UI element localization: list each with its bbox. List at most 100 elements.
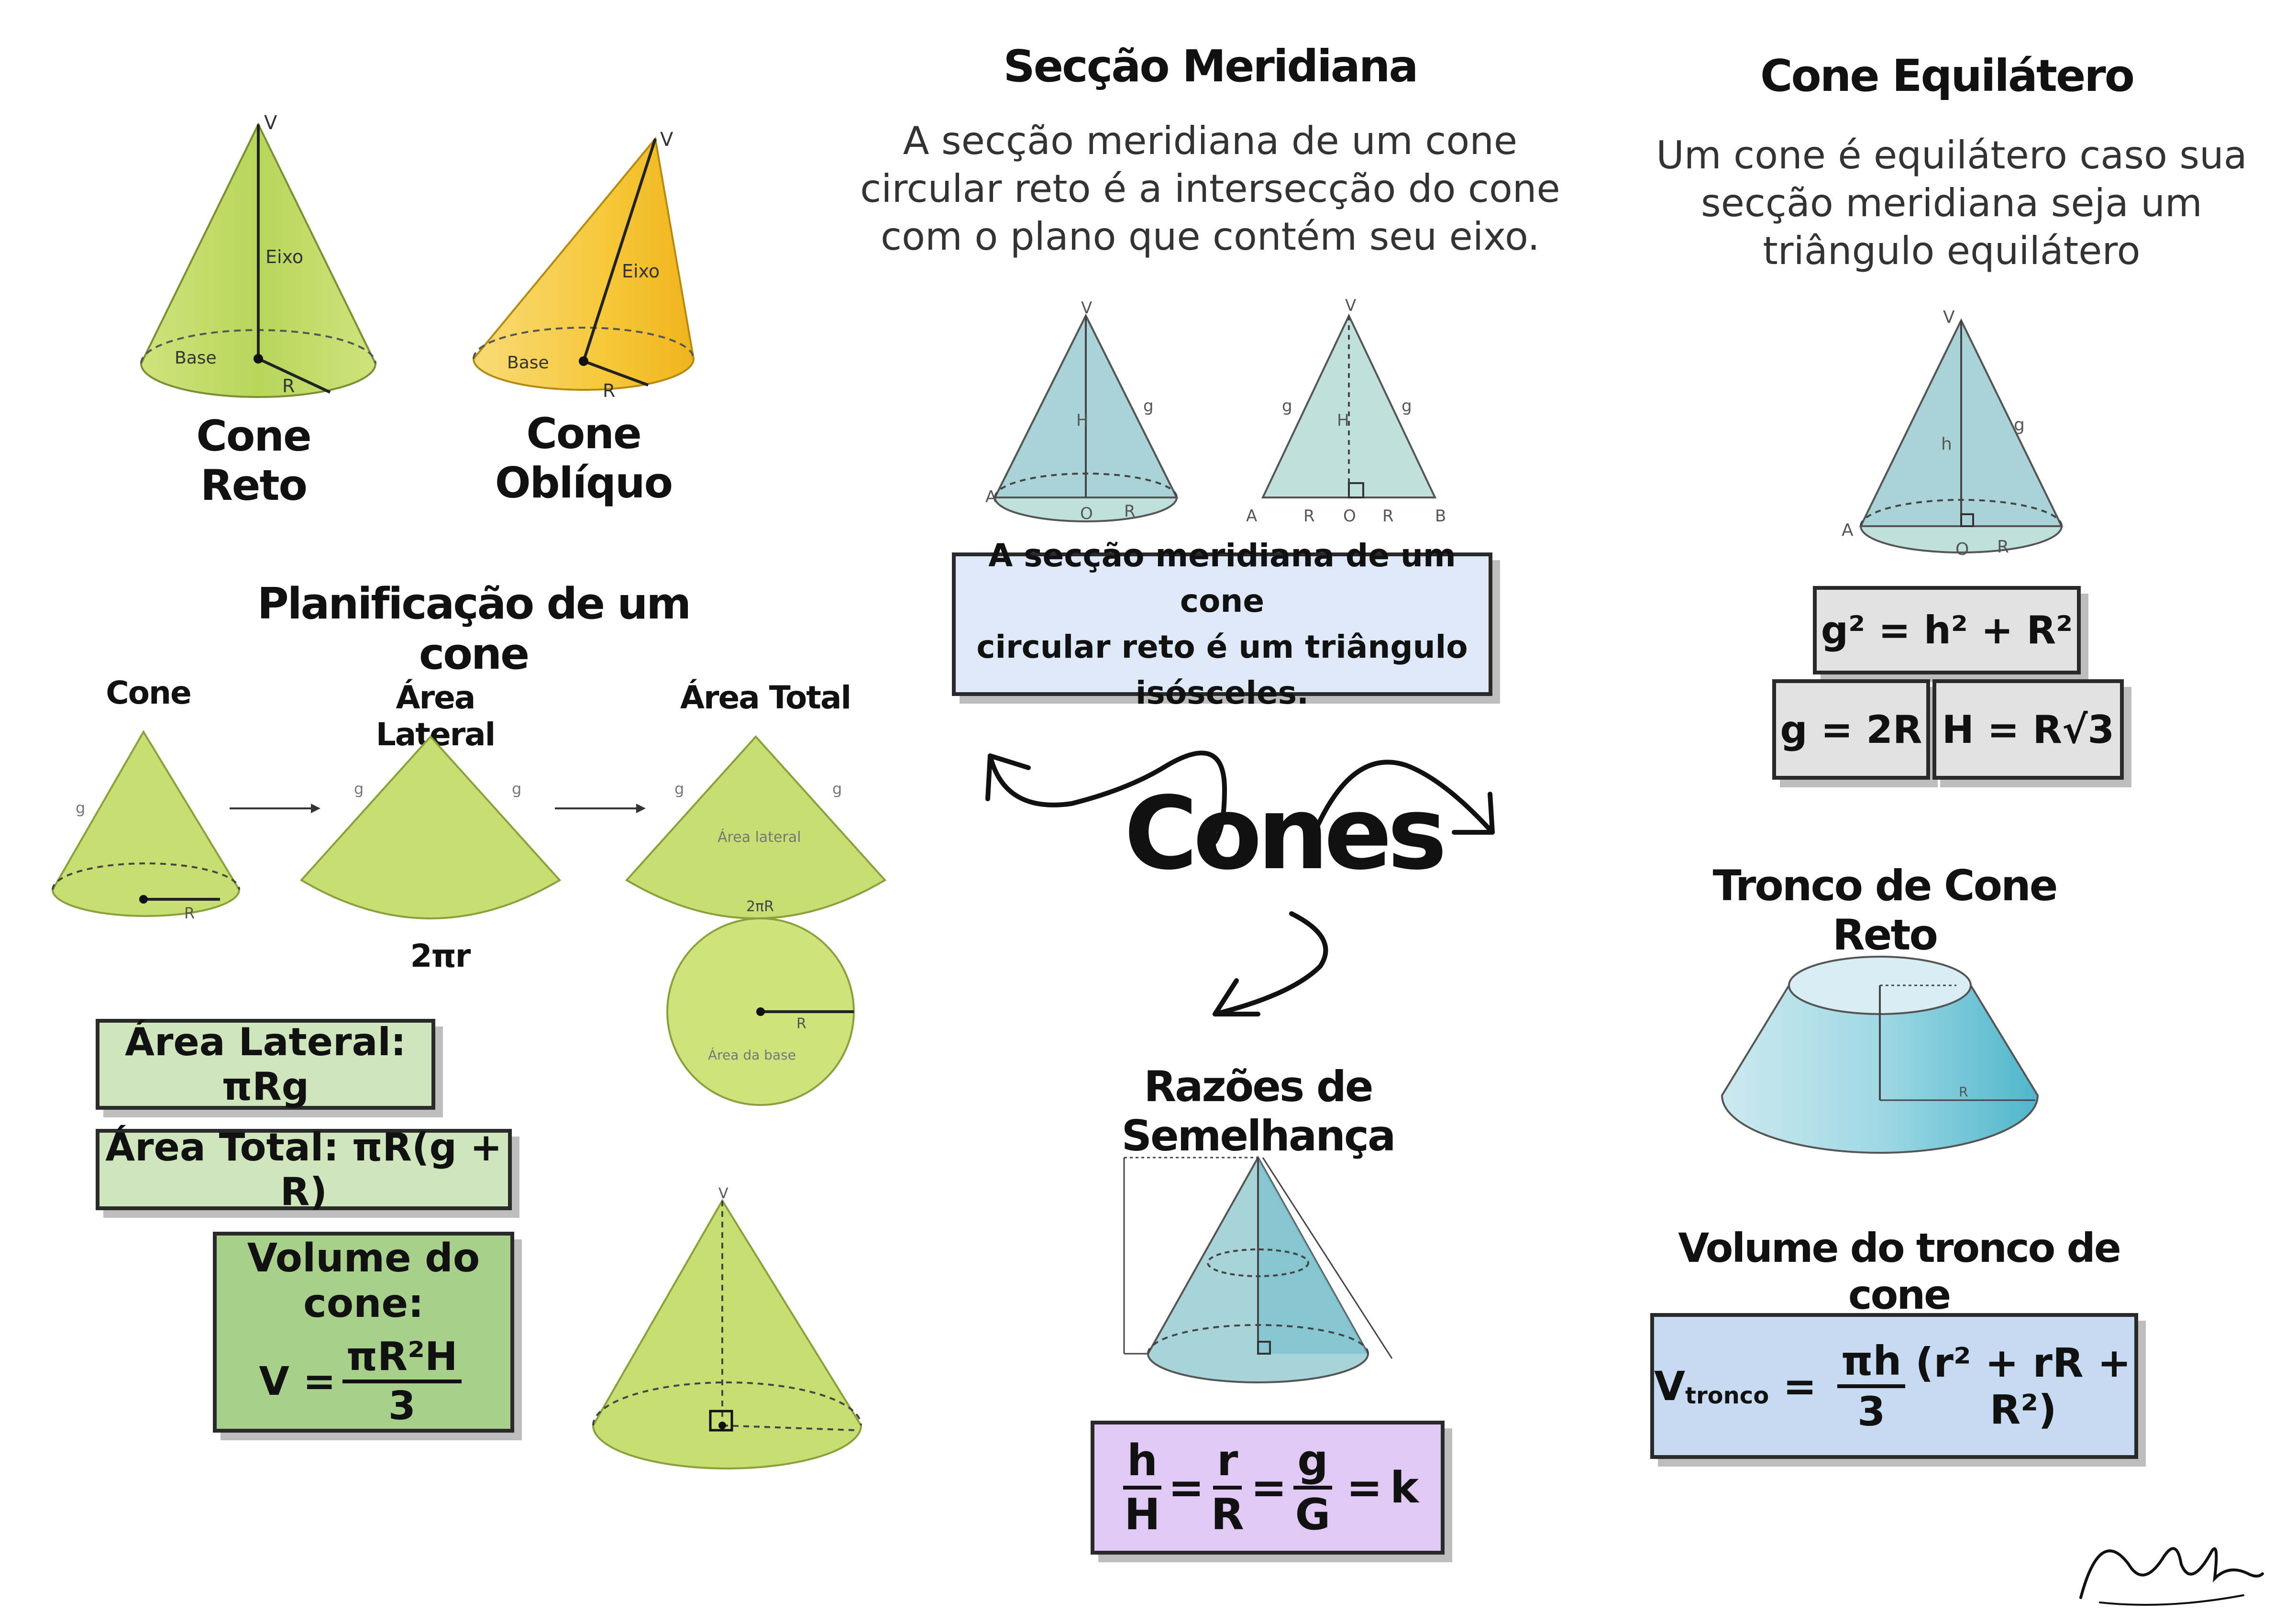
seccao-box-line2: circular reto é um triângulo isósceles. xyxy=(976,629,1468,711)
seccao-diagram: V H g A O R V H g g A R O R B xyxy=(985,297,1446,526)
tronco-den: 3 xyxy=(1857,1388,1886,1435)
axis-label: Eixo xyxy=(265,246,303,267)
planif-area-total-label: Área Total xyxy=(680,679,851,716)
ratio-h: h xyxy=(1123,1435,1162,1490)
axis-label: Eixo xyxy=(622,261,660,282)
svg-text:g: g xyxy=(1143,397,1154,416)
svg-text:A: A xyxy=(1246,507,1257,526)
g-label: g xyxy=(354,780,364,798)
svg-text:A: A xyxy=(1842,520,1854,540)
tronco-equals: = xyxy=(1769,1362,1831,1410)
svg-text:R: R xyxy=(1382,507,1394,526)
equilatero-formula-g: g = 2R xyxy=(1772,679,1930,780)
planif-diagram: g R g g g g Área lateral 2πR R Área da b… xyxy=(51,730,887,1106)
vertex-label: V xyxy=(718,1186,729,1202)
cone-obliquo-label: Cone Oblíquo xyxy=(495,409,673,508)
tronco-v-sub: tronco xyxy=(1685,1382,1769,1409)
svg-text:V: V xyxy=(1081,298,1092,318)
g-label: g xyxy=(674,780,684,798)
svg-text:O: O xyxy=(1343,507,1356,526)
planif-cone-label: Cone xyxy=(106,674,192,711)
base-label: Base xyxy=(175,348,217,368)
arc-length-label: 2πr xyxy=(410,938,471,974)
seccao-box: A secção meridiana de um cone circular r… xyxy=(952,537,1492,711)
svg-text:R: R xyxy=(1124,502,1136,521)
cone-volume-figure: V xyxy=(592,1186,862,1469)
svg-text:g: g xyxy=(1402,397,1412,416)
volume-title: Volume do cone: xyxy=(247,1236,480,1326)
svg-text:V: V xyxy=(1943,308,1955,327)
svg-text:B: B xyxy=(1435,507,1446,526)
circle-text: Área da base xyxy=(708,1047,796,1063)
volume-denominator: 3 xyxy=(388,1383,416,1429)
svg-text:R: R xyxy=(1303,507,1315,526)
cones-main-title: Cones xyxy=(1124,775,1447,892)
ratio-H: H xyxy=(1124,1490,1160,1540)
g-label: g xyxy=(832,780,842,798)
seccao-box-line1: A secção meridiana de um cone xyxy=(988,537,1456,620)
ratio-r: r xyxy=(1213,1435,1242,1490)
r-label: R xyxy=(184,904,195,922)
tronco-num: πh xyxy=(1837,1337,1906,1388)
r-label: R xyxy=(796,1016,806,1032)
ratio-R: R xyxy=(1211,1490,1244,1540)
vertex-label: V xyxy=(264,112,277,134)
equilatero-title: Cone Equilátero xyxy=(1760,50,2135,101)
tronco-paren: (r² + rR + R²) xyxy=(1915,1339,2131,1433)
equilatero-description: Um cone é equilátero caso sua secção mer… xyxy=(1617,132,2286,275)
planificacao-title: Planificação de um cone xyxy=(257,579,691,679)
svg-text:H: H xyxy=(1337,411,1349,430)
razoes-diagram xyxy=(1123,1155,1393,1383)
equilatero-formula-h: H = R√3 xyxy=(1932,679,2124,780)
cone-obliquo-figure: V Eixo Base R xyxy=(472,129,695,401)
equilatero-desc-line3: triângulo equilátero xyxy=(1763,229,2141,273)
area-total-box: Área Total: πR(g + R) xyxy=(96,1125,512,1214)
svg-text:O: O xyxy=(1080,504,1093,523)
equilatero-desc-line2: secção meridiana seja um xyxy=(1701,181,2202,225)
tronco-v: V xyxy=(1654,1362,1686,1410)
equals-sign: = xyxy=(1168,1462,1204,1513)
tronco-volume-title: Volume do tronco de cone xyxy=(1678,1225,2121,1318)
ratio-G: G xyxy=(1295,1490,1331,1540)
center-arrows xyxy=(985,751,1495,1016)
seccao-desc-line1: A secção meridiana de um cone xyxy=(903,119,1518,163)
svg-text:R: R xyxy=(1997,537,2009,557)
razoes-title: Razões de Semelhança xyxy=(1121,1062,1396,1160)
cone-reto-label: Cone Reto xyxy=(196,411,311,510)
tronco-title: Tronco de Cone Reto xyxy=(1712,861,2058,960)
g-label: g xyxy=(512,780,521,798)
cone-reto-figure: V Eixo Base R xyxy=(140,112,377,398)
equilatero-formula-pythag: g² = h² + R² xyxy=(1813,586,2081,674)
svg-text:g: g xyxy=(1282,397,1292,416)
svg-text:V: V xyxy=(1345,297,1356,315)
area-lateral-box: Área Lateral: πRg xyxy=(96,1019,435,1110)
seccao-description: A secção meridiana de um cone circular r… xyxy=(851,117,1569,261)
seccao-desc-line3: com o plano que contém seu eixo. xyxy=(881,214,1540,259)
svg-text:O: O xyxy=(1955,540,1969,559)
volume-cone-box: Volume do cone: V = πR²H 3 xyxy=(213,1232,514,1433)
equals-sign: = xyxy=(1346,1462,1383,1513)
sector-text: Área lateral xyxy=(718,828,801,846)
signature xyxy=(2079,1547,2264,1606)
ratio-k: k xyxy=(1390,1462,1419,1513)
ratio-g: g xyxy=(1293,1435,1332,1490)
seccao-title: Secção Meridiana xyxy=(1003,41,1419,92)
svg-text:A: A xyxy=(985,487,996,507)
equilatero-diagram: V h g A O R xyxy=(1842,308,2064,559)
tronco-diagram: R xyxy=(1721,956,2039,1154)
base-label: Base xyxy=(507,353,549,373)
circle-top-label: 2πR xyxy=(746,898,774,915)
radius-label: R xyxy=(603,380,615,401)
svg-text:H: H xyxy=(1076,411,1089,430)
volume-lhs: V = xyxy=(259,1358,336,1404)
svg-text:R: R xyxy=(1959,1084,1968,1100)
equals-sign: = xyxy=(1250,1462,1287,1513)
g-label: g xyxy=(76,799,85,817)
svg-text:g: g xyxy=(2014,415,2025,435)
volume-numerator: πR²H xyxy=(342,1334,462,1383)
equilatero-desc-line1: Um cone é equilátero caso sua xyxy=(1656,133,2247,177)
seccao-desc-line2: circular reto é a intersecção do cone xyxy=(860,166,1560,211)
svg-text:h: h xyxy=(1941,434,1952,454)
